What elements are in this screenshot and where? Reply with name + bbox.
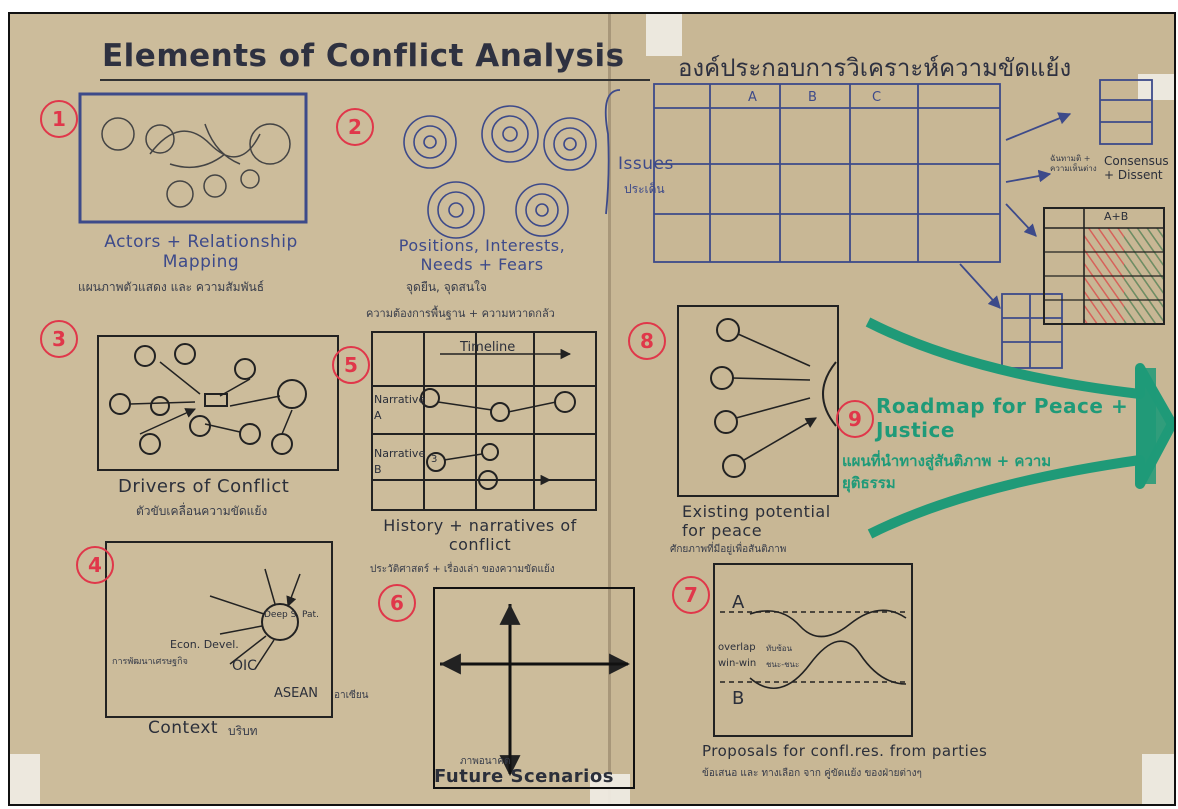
pinf-label: Positions, Interests, Needs + Fears: [398, 236, 566, 274]
context-drawing: [105, 541, 333, 718]
existing-potential-drawing: [677, 305, 839, 497]
sheet-seam: [608, 14, 611, 804]
proposals-overlap: overlap: [718, 642, 756, 653]
ab-label: A+B: [1104, 210, 1129, 223]
section-number-7: 7: [672, 576, 710, 614]
proposals-winwin: win-win: [718, 658, 757, 669]
issues-thai: ประเด็น: [624, 182, 665, 196]
drivers-label: Drivers of Conflict: [118, 476, 290, 497]
proposals-b: B: [732, 688, 745, 709]
history-table-drawing: [371, 331, 597, 511]
title-thai: องค์ประกอบการวิเคราะห์ความขัดแย้ง: [678, 54, 1072, 82]
proposals-drawing: [713, 563, 913, 737]
context-oic: OIC: [232, 658, 257, 674]
narrative-circle-number: 3: [431, 454, 438, 465]
section-number-4: 4: [76, 546, 114, 584]
tape-strip: [10, 754, 40, 804]
right-sheet: [610, 14, 1174, 804]
actors-label: Actors + Relationship Mapping: [104, 232, 298, 272]
roadmap-thai: แผนที่นำทางสู่สันติภาพ + ความยุติธรรม: [842, 452, 1052, 492]
tape-strip: [1138, 74, 1174, 100]
context-label: Context: [148, 718, 219, 738]
drivers-drawing: [97, 335, 339, 471]
potential-label: Existing potential for peace: [682, 502, 831, 540]
proposals-thai: ข้อเสนอ และ ทางเลือก จาก คู่ขัดแย้ง ของฝ…: [702, 768, 922, 779]
issues-label: Issues: [618, 154, 674, 174]
context-asean: ASEAN: [274, 686, 318, 701]
future-thai: ภาพอนาคต: [460, 756, 511, 767]
potential-thai: ศักยภาพที่มีอยู่เพื่อสันติภาพ: [670, 544, 787, 555]
consensus-label: Consensus + Dissent: [1104, 154, 1169, 182]
consensus-thai: ฉันทามติ + ความเห็นต่าง: [1050, 154, 1097, 173]
flipchart-poster: Elements of Conflict Analysis องค์ประกอบ…: [8, 12, 1176, 806]
tape-strip: [1142, 754, 1174, 804]
section-number-9: 9: [836, 400, 874, 438]
concentric-circles-drawing: [403, 105, 597, 239]
roadmap-label: Roadmap for Peace + Justice: [876, 394, 1129, 442]
context-econ: Econ. Devel.: [170, 638, 239, 651]
section-number-8: 8: [628, 322, 666, 360]
context-asean-thai: อาเซียน: [334, 690, 369, 701]
title-english: Elements of Conflict Analysis: [102, 38, 625, 74]
proposals-label: Proposals for confl.res. from parties: [702, 742, 988, 760]
narrative-b-label: Narrative B: [374, 447, 426, 476]
pinf-thai-2: ความต้องการพื้นฐาน + ความหวาดกลัว: [366, 307, 555, 320]
future-scenarios-drawing: [433, 587, 635, 789]
pinf-thai-1: จุดยืน, จุดสนใจ: [406, 280, 487, 294]
narrative-a-label: Narrative A: [374, 393, 426, 422]
actors-map-drawing: [78, 92, 308, 224]
context-deep: Deep S. Pat.: [264, 610, 319, 620]
issues-col-c: C: [872, 90, 882, 105]
section-number-6: 6: [378, 584, 416, 622]
future-label: Future Scenarios: [434, 766, 614, 787]
section-number-3: 3: [40, 320, 78, 358]
history-thai: ประวัติศาสตร์ + เรื่องเล่า ของความขัดแย้…: [370, 564, 555, 575]
drivers-thai: ตัวขับเคลื่อนความขัดแย้ง: [136, 504, 268, 518]
section-number-2: 2: [336, 108, 374, 146]
issues-matrix-drawing: [604, 79, 1153, 369]
issues-col-b: B: [808, 90, 817, 105]
poster-drawings: [78, 79, 1174, 789]
proposals-a: A: [732, 592, 745, 613]
issues-col-a: A: [748, 90, 757, 105]
ab-table-drawing: [1043, 207, 1165, 325]
timeline-label: Timeline: [460, 340, 516, 355]
roadmap-arrow-drawing: [865, 317, 1174, 539]
actors-thai: แผนภาพตัวแสดง และ ความสัมพันธ์: [78, 280, 265, 294]
tape-strip: [646, 14, 682, 56]
context-thai: บริบท: [228, 724, 258, 738]
context-econ-thai: การพัฒนาเศรษฐกิจ: [112, 657, 188, 667]
history-label: History + narratives of conflict: [383, 516, 577, 554]
proposals-overlap-thai: ทับซ้อน: [766, 644, 793, 653]
proposals-winwin-thai: ชนะ-ชนะ: [766, 660, 800, 669]
section-number-1: 1: [40, 100, 78, 138]
section-number-5: 5: [332, 346, 370, 384]
